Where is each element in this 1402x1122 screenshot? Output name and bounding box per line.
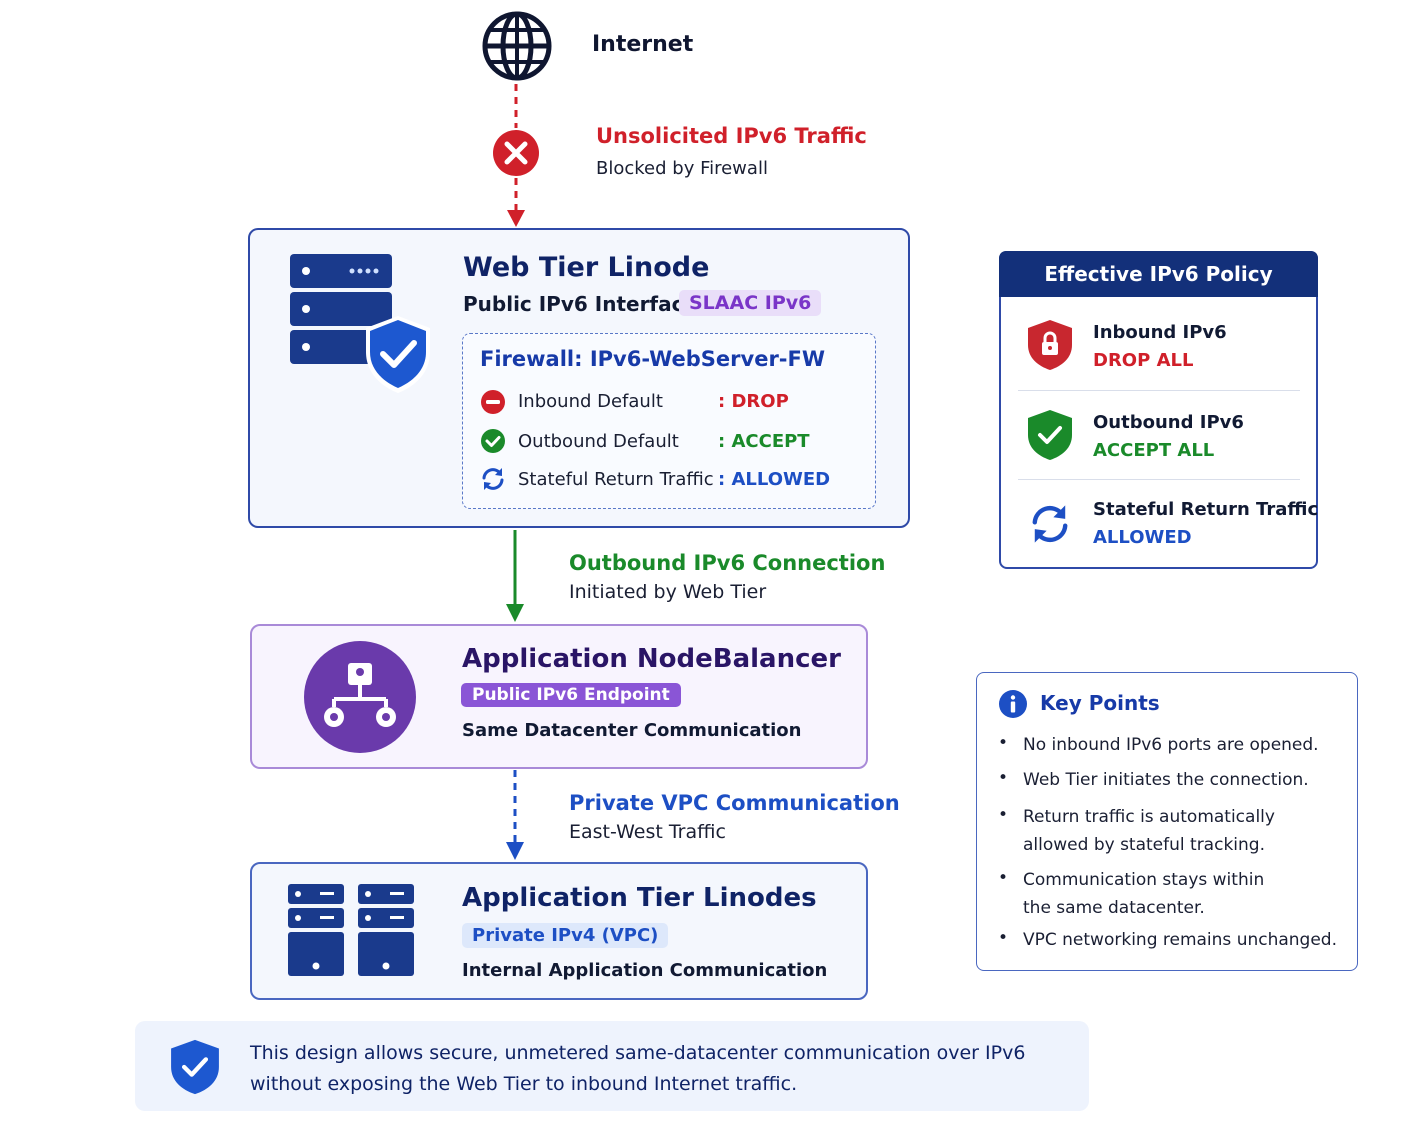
firewall-box (462, 333, 876, 509)
server-shield-icon (290, 254, 430, 393)
servers-icon (288, 884, 414, 976)
app-tier-badge: Private IPv4 (VPC) (462, 923, 669, 948)
bullet-icon: • (998, 733, 1009, 753)
rule-value-stateful: : ALLOWED (718, 469, 831, 490)
key-point-item: VPC networking remains unchanged. (1023, 930, 1338, 950)
key-points-title: Key Points (1040, 691, 1160, 715)
app-tier-title: Application Tier Linodes (462, 883, 817, 913)
key-point-item: Return traffic is automatically allowed … (1023, 807, 1275, 855)
internet-label: Internet (592, 32, 694, 57)
rule-label-inbound: Inbound Default (518, 391, 663, 412)
rule-value-outbound: : ACCEPT (718, 431, 810, 452)
minus-circle-icon (481, 390, 505, 414)
globe-icon (482, 11, 552, 81)
web-tier-interface: Public IPv6 Interface (463, 292, 698, 316)
key-points-panel (976, 672, 1358, 971)
vpc-connection-subtitle: East-West Traffic (569, 821, 726, 843)
policy-value-outbound: ACCEPT ALL (1093, 440, 1215, 461)
refresh-icon (1032, 505, 1068, 543)
check-circle-icon (481, 429, 505, 453)
nodebalancer-title: Application NodeBalancer (462, 644, 841, 674)
policy-value-inbound: DROP ALL (1093, 350, 1194, 371)
note-text: This design allows secure, unmetered sam… (250, 1042, 1026, 1095)
policy-header (999, 251, 1318, 297)
check-shield-icon (1028, 410, 1072, 460)
policy-panel (999, 251, 1318, 569)
refresh-icon (482, 468, 504, 490)
nodebalancer-subtitle: Same Datacenter Communication (462, 720, 802, 741)
outbound-connection-title: Outbound IPv6 Connection (569, 551, 886, 575)
vpc-arrowhead (506, 842, 524, 860)
info-icon (999, 690, 1027, 718)
key-point-item: Communication stays within the same data… (1023, 870, 1265, 918)
load-balancer-icon (304, 641, 416, 753)
rule-value-inbound: : DROP (718, 391, 789, 412)
bullet-icon: • (998, 768, 1009, 788)
blocked-title: Unsolicited IPv6 Traffic (596, 124, 867, 148)
app-tier-subtitle: Internal Application Communication (462, 960, 828, 981)
outbound-connection-subtitle: Initiated by Web Tier (569, 581, 767, 603)
vpc-connection-title: Private VPC Communication (569, 791, 900, 815)
policy-divider (1018, 390, 1300, 391)
bullet-icon: • (998, 805, 1009, 825)
shield-check-icon (171, 1039, 219, 1095)
note-banner (135, 1021, 1089, 1111)
policy-label-stateful: Stateful Return Traffic (1093, 499, 1319, 520)
slaac-badge: SLAAC IPv6 (679, 290, 822, 316)
policy-label-inbound: Inbound IPv6 (1093, 322, 1227, 343)
firewall-title: Firewall: IPv6-WebServer-FW (480, 347, 826, 371)
lock-shield-icon (1028, 320, 1072, 370)
outbound-arrowhead (506, 604, 524, 622)
policy-title: Effective IPv6 Policy (1044, 262, 1273, 286)
blocked-arrowhead (507, 210, 525, 227)
key-point-item: Web Tier initiates the connection. (1023, 770, 1309, 790)
key-point-item: No inbound IPv6 ports are opened. (1023, 735, 1319, 755)
bullet-icon: • (998, 868, 1009, 888)
blocked-x-icon (493, 130, 539, 176)
policy-divider (1018, 479, 1300, 480)
policy-value-stateful: ALLOWED (1093, 527, 1192, 548)
rule-label-outbound: Outbound Default (518, 431, 679, 452)
bullet-icon: • (998, 928, 1009, 948)
rule-label-stateful: Stateful Return Traffic (518, 469, 714, 490)
policy-label-outbound: Outbound IPv6 (1093, 412, 1244, 433)
nodebalancer-badge: Public IPv6 Endpoint (461, 683, 681, 707)
blocked-subtitle: Blocked by Firewall (596, 158, 768, 179)
web-tier-title: Web Tier Linode (463, 252, 710, 283)
